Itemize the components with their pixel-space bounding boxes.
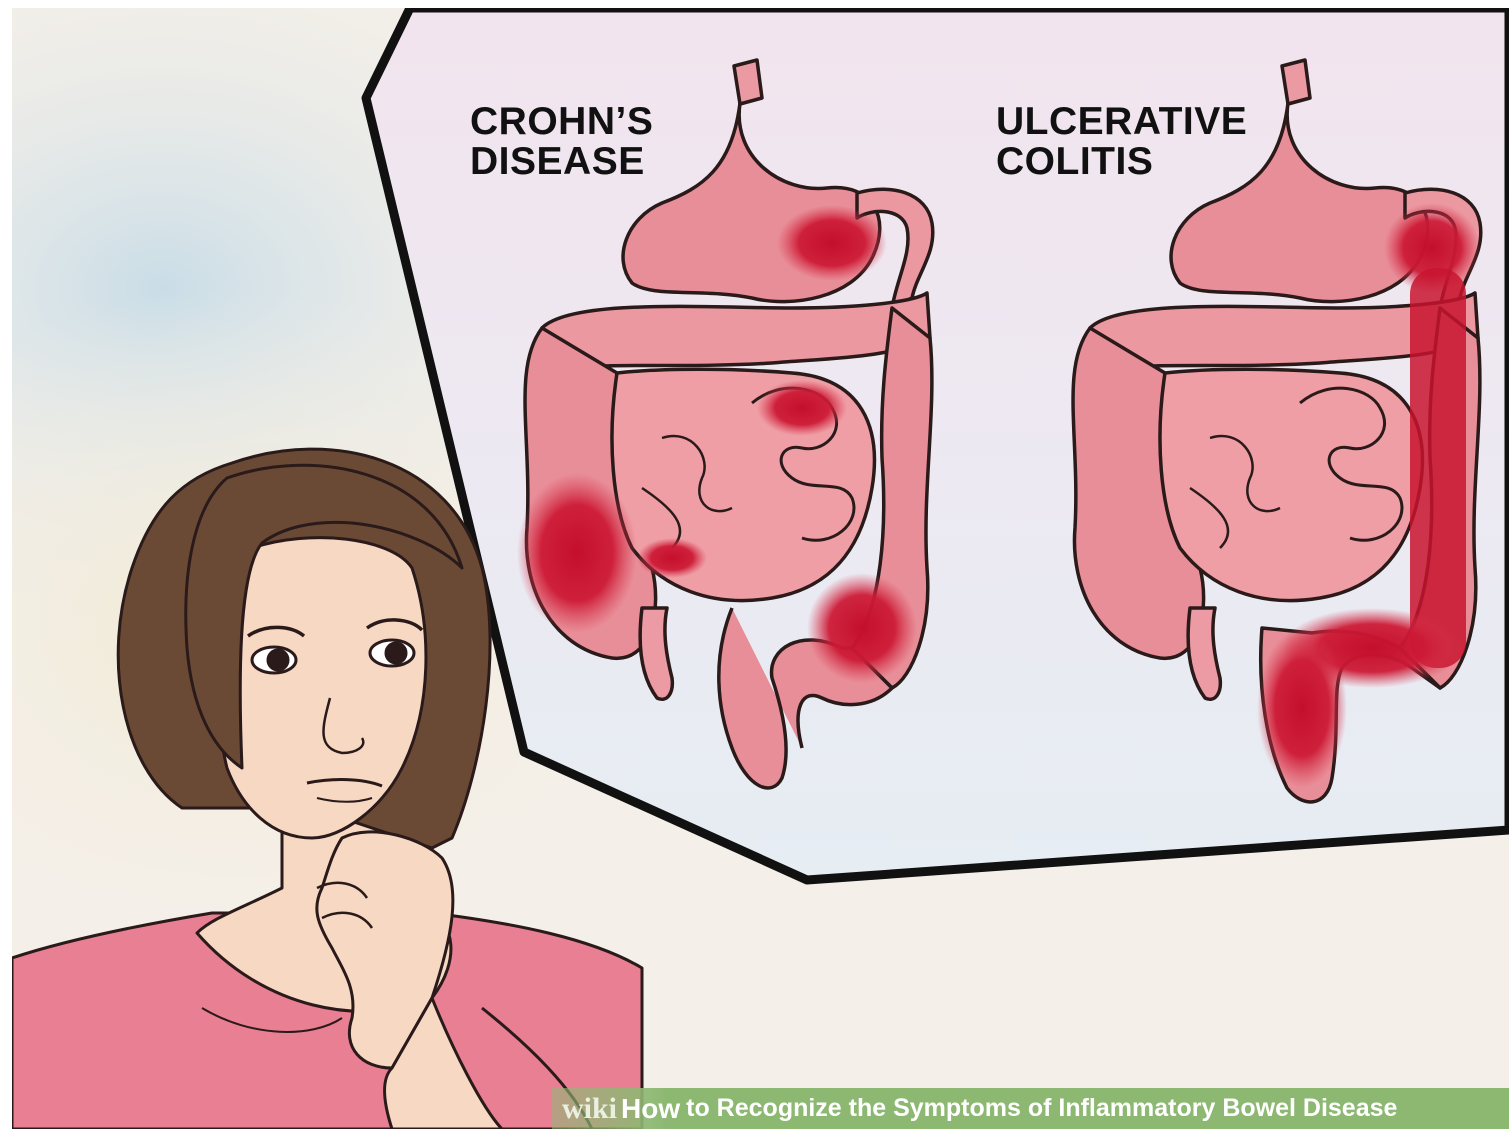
caption-bar: wiki How to Recognize the Symptoms of In… [552, 1088, 1509, 1129]
illustration-svg [12, 8, 1509, 1129]
wiki-logo: wiki [562, 1092, 617, 1126]
caption-how: How [621, 1093, 680, 1125]
illustration-canvas: CROHN’S DISEASE ULCERATIVE COLITIS wiki … [12, 8, 1509, 1129]
ulcerative-colitis-label: ULCERATIVE COLITIS [996, 102, 1247, 182]
caption-title: to Recognize the Symptoms of Inflammator… [686, 1094, 1397, 1123]
crohns-disease-label: CROHN’S DISEASE [470, 102, 653, 182]
